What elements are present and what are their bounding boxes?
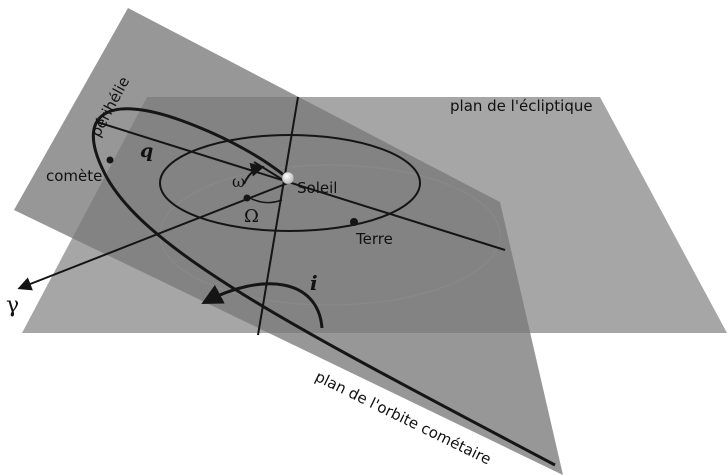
apsidal-line <box>96 121 506 251</box>
comet-label: comète <box>46 167 102 185</box>
sun-point <box>281 171 295 185</box>
earth-label: Terre <box>355 230 393 248</box>
omega-label: ω <box>232 172 245 191</box>
vernal-point-label: γ <box>6 293 19 318</box>
Omega-label: Ω <box>244 206 259 227</box>
comet-point <box>106 156 114 164</box>
Omega-arc <box>249 197 283 204</box>
node-point <box>243 194 251 202</box>
node-line <box>257 96 299 336</box>
sun-label: Soleil <box>297 179 337 197</box>
vernal-direction <box>17 182 289 291</box>
inclination-arc <box>201 282 324 329</box>
comet-orbit <box>91 107 556 467</box>
omega-arc <box>243 162 265 185</box>
earth-point <box>350 218 358 226</box>
comet-orbit-plane <box>14 8 563 475</box>
perihelion-distance-label: q <box>140 140 153 162</box>
inclination-label: i <box>310 271 318 295</box>
ecliptic-plane-label: plan de l'écliptique <box>450 97 593 115</box>
earth-orbit <box>159 134 421 232</box>
